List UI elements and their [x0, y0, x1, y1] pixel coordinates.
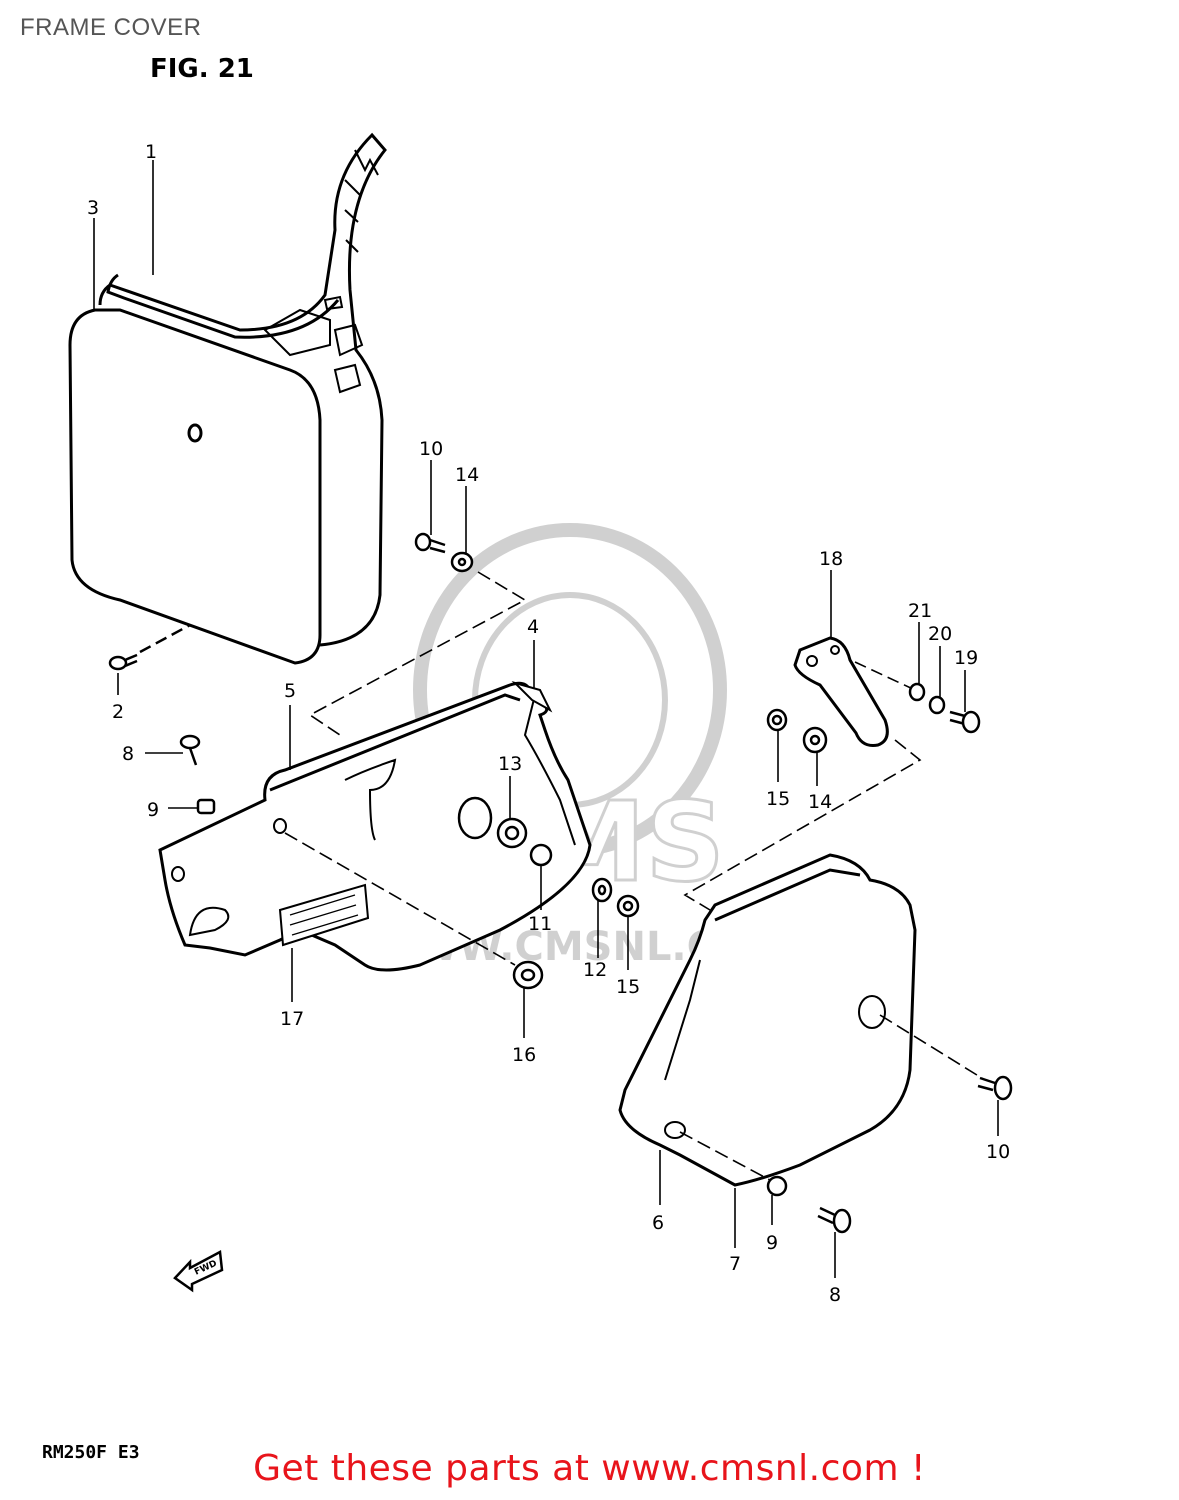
leader-10-right [879, 1014, 986, 1081]
part-label-7: 7 [729, 1253, 741, 1275]
screw-part-8-right [817, 1206, 852, 1234]
call-to-action-link[interactable]: Get these parts at www.cmsnl.com ! [253, 1448, 926, 1489]
leader-16 [284, 832, 516, 966]
part-label-9-left: 9 [147, 799, 159, 821]
part-number-labels: 1 3 2 5 4 8 9 10 14 13 11 12 15 17 16 18… [87, 141, 1010, 1306]
screw-part-8-left [179, 734, 201, 766]
part-label-9-right: 9 [766, 1232, 778, 1254]
part-label-10-right: 10 [986, 1141, 1010, 1163]
screw-part-10-right [977, 1075, 1013, 1101]
collar-part-11 [529, 843, 553, 867]
bolt-part-19 [949, 710, 981, 734]
part-label-3: 3 [87, 197, 99, 219]
washer-part-14-top [450, 551, 474, 573]
part-label-17: 17 [280, 1008, 304, 1030]
part-label-2: 2 [112, 701, 124, 723]
leader-18-21 [854, 661, 916, 691]
washer-part-21 [908, 682, 926, 702]
label-sticker-part-17 [278, 883, 370, 947]
leader-10-14 [308, 571, 527, 736]
figure-title: FIG. 21 [150, 54, 254, 84]
part-label-19: 19 [954, 647, 978, 669]
part-label-5: 5 [284, 680, 296, 702]
nut-part-15-right [766, 708, 788, 732]
forward-arrow-icon: FWD [173, 1250, 224, 1293]
part-label-8-right: 8 [829, 1284, 841, 1306]
screw-part-2 [108, 623, 191, 671]
number-plate-frame-part-1 [98, 132, 387, 647]
part-label-12: 12 [583, 959, 607, 981]
nut-part-20 [928, 695, 946, 715]
part-label-11: 11 [528, 913, 552, 935]
part-label-4: 4 [527, 616, 539, 638]
leader-9-right [679, 1131, 771, 1181]
number-plate-part-3 [68, 308, 322, 665]
cover-tab-part-4 [511, 681, 553, 713]
part-label-1: 1 [145, 141, 157, 163]
part-label-16: 16 [512, 1044, 536, 1066]
bracket-part-18 [793, 636, 889, 747]
washer-part-14-right [802, 726, 828, 754]
part-label-15-right: 15 [766, 788, 790, 810]
part-label-21: 21 [908, 600, 932, 622]
part-label-20: 20 [928, 623, 952, 645]
part-label-10-top: 10 [419, 438, 443, 460]
grommet-part-13 [457, 796, 528, 849]
nut-part-15-middle [616, 894, 640, 918]
part-label-8-left: 8 [122, 743, 134, 765]
collar-part-9-right [766, 1175, 788, 1197]
page-title: FRAME COVER [20, 14, 202, 41]
part-label-14-top: 14 [455, 464, 479, 486]
part-label-15-middle: 15 [616, 976, 640, 998]
part-label-14-right: 14 [808, 791, 832, 813]
part-label-6: 6 [652, 1212, 664, 1234]
grommet-part-16 [512, 960, 544, 990]
collar-part-9-left [196, 798, 216, 815]
part-label-13: 13 [498, 753, 522, 775]
label-leaders [93, 160, 999, 1278]
model-code: RM250F E3 [42, 1442, 140, 1463]
washer-part-12 [591, 877, 613, 903]
part-label-18: 18 [819, 548, 843, 570]
bolt-part-10-top [414, 532, 446, 554]
side-cover-right-part-6 [618, 853, 917, 1187]
leader-14-right [683, 739, 922, 911]
